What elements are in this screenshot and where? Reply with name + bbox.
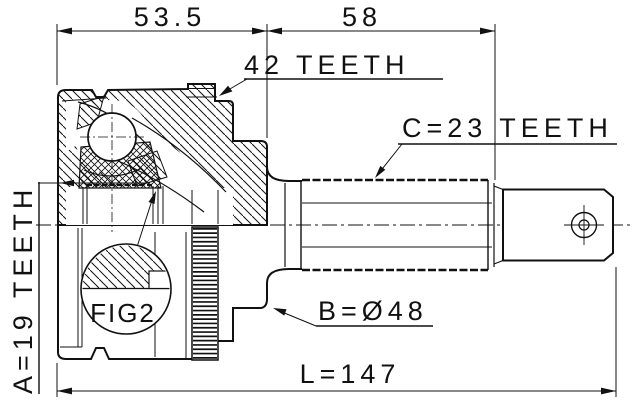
- leader-b: [281, 311, 317, 327]
- label-b-diameter: B=Ø48: [318, 296, 428, 326]
- wall-gap: [66, 98, 80, 152]
- bore-wall-lines: [82, 186, 219, 224]
- drive-shaft: [266, 166, 614, 284]
- dim-58-label: 58: [342, 2, 382, 32]
- dim-53-5-label: 53.5: [134, 2, 207, 32]
- dim-l-147-label: L=147: [300, 359, 401, 389]
- callout-42-teeth: 42 TEETH: [219, 50, 443, 96]
- callout-a-19-teeth: A=19 TEETH: [8, 179, 150, 394]
- shaft-fillet-upper: [266, 166, 302, 182]
- housing-back-step-lower: [218, 283, 268, 342]
- arrow-b: [273, 308, 287, 316]
- arrow-l-right: [601, 387, 616, 395]
- abs-ring-lines: [186, 88, 217, 98]
- fig2-groove-step: [148, 270, 170, 290]
- fig2-leader-arrow: [148, 191, 156, 204]
- chamfer-lines: [493, 185, 504, 265]
- track-arc-2: [131, 117, 227, 193]
- label-42-teeth: 42 TEETH: [244, 50, 410, 80]
- arrow-42-teeth: [219, 85, 233, 96]
- arrow-l-left: [57, 387, 72, 395]
- bore-right-area: [163, 188, 233, 225]
- arrow-53-left: [57, 27, 72, 35]
- spline-minor-lines: [302, 202, 492, 248]
- wall-inner-edge: [61, 97, 107, 102]
- fig2-label: FIG2: [90, 298, 156, 328]
- shaft-fillet-lower: [266, 268, 302, 284]
- center-hole: [564, 205, 604, 245]
- housing-section-upper: [57, 83, 268, 232]
- callouts: 42 TEETH C=23 TEETH B=Ø48 A=19 TEETH: [8, 50, 617, 394]
- cage-section-lower: [127, 150, 168, 187]
- dimensions: 53.5 58 L=147: [56, 2, 617, 397]
- arrow-a-19: [60, 179, 74, 187]
- arrow-58-right: [480, 27, 495, 35]
- label-c-23-teeth: C=23 TEETH: [402, 113, 613, 143]
- extension-lines: [56, 24, 617, 397]
- housing-outline-lower: [57, 226, 192, 360]
- inner-bore: [66, 187, 163, 225]
- arrow-53-right: [252, 27, 267, 35]
- arrow-58-left: [267, 27, 282, 35]
- callout-c-23-teeth: C=23 TEETH: [375, 113, 617, 178]
- housing-lower-external: [57, 226, 268, 361]
- callout-b-diameter: B=Ø48: [273, 296, 433, 327]
- arrow-c-23: [375, 165, 386, 178]
- threaded-end: [502, 188, 614, 262]
- boot-clamp-ribs: [191, 226, 219, 361]
- label-a-19-teeth: A=19 TEETH: [8, 185, 38, 394]
